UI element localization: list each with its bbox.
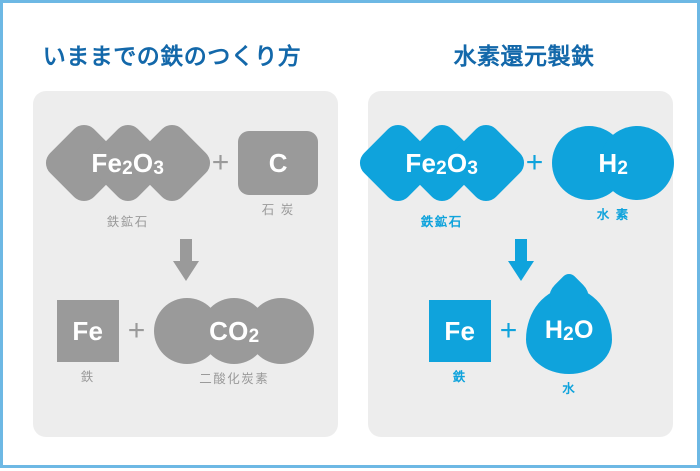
formula-fe: Fe: [72, 316, 104, 347]
reaction-card-conventional: Fe2O3 鉄鉱石 + C 石 炭: [33, 91, 338, 437]
h2-double-circle-icon: [552, 126, 675, 201]
products-row-conventional: Fe 鉄 + CO2 二酸化炭素: [33, 287, 338, 397]
co2-shape-wrap: CO2: [154, 298, 315, 365]
iron-ore-shape-wrap: Fe2O3: [39, 119, 216, 208]
formula-co2: CO2: [209, 316, 260, 348]
reactants-row-conventional: Fe2O3 鉄鉱石 + C 石 炭: [33, 119, 338, 229]
caption-iron-ore: 鉄鉱石: [106, 215, 149, 230]
formula-h2o: H2O: [544, 316, 594, 346]
product-carbon-dioxide: CO2 二酸化炭素: [154, 298, 315, 387]
iron-blue-shape-wrap: Fe: [428, 300, 491, 363]
caption-iron: 鉄: [80, 370, 95, 385]
water-drop-icon: [526, 288, 613, 375]
reaction-arrow-conventional: [33, 239, 338, 281]
plus-sign-products-hydrogen: +: [499, 314, 518, 347]
reactants-row-hydrogen: Fe2O3 鉄鉱石 + H2 水 素: [353, 119, 675, 230]
co2-triple-circle-icon: [154, 298, 315, 365]
caption-carbon-dioxide: 二酸化炭素: [199, 372, 270, 387]
formula-fe2o3: Fe2O3: [405, 148, 479, 180]
plus-sign-products-conventional: +: [127, 314, 146, 347]
caption-iron: 鉄: [452, 370, 467, 385]
iron-square-icon: [56, 300, 119, 363]
product-water: H2O 水: [526, 288, 613, 397]
caption-iron-ore: 鉄鉱石: [420, 215, 463, 230]
panel-hydrogen: 水素還元製鉄 Fe2O3 鉄鉱石 +: [353, 3, 700, 471]
formula-c: C: [268, 148, 288, 179]
product-iron: Fe 鉄: [56, 300, 119, 385]
product-iron-blue: Fe 鉄: [428, 300, 491, 385]
iron-square-icon: [428, 300, 491, 363]
formula-h2: H2: [598, 148, 629, 180]
reaction-card-hydrogen: Fe2O3 鉄鉱石 + H2 水 素: [353, 91, 675, 437]
reactant-iron-ore: Fe2O3 鉄鉱石: [39, 119, 216, 230]
iron-ore-blue-shape-wrap: Fe2O3: [353, 119, 530, 208]
reaction-arrow-hydrogen: [368, 239, 673, 281]
water-shape-wrap: H2O: [526, 288, 613, 375]
reactant-hydrogen: H2 水 素: [552, 126, 675, 223]
reactant-coal: C 石 炭: [238, 131, 319, 218]
panel-title-conventional: いままでの鉄のつくり方: [42, 43, 302, 69]
hydrogen-shape-wrap: H2: [552, 126, 675, 201]
down-arrow-icon: [514, 239, 527, 263]
plus-sign-reactants-hydrogen: +: [525, 146, 544, 179]
panel-conventional: いままでの鉄のつくり方 Fe2O3 鉄鉱石 +: [3, 3, 353, 471]
panel-title-hydrogen: 水素還元製鉄: [453, 43, 595, 69]
reactant-iron-ore-blue: Fe2O3 鉄鉱石: [353, 119, 530, 230]
plus-sign-reactants-conventional: +: [211, 146, 230, 179]
iron-shape-wrap: Fe: [56, 300, 119, 363]
down-arrow-icon: [179, 239, 192, 263]
formula-fe2o3: Fe2O3: [91, 148, 165, 180]
coal-shape-wrap: C: [238, 131, 319, 196]
caption-water: 水: [562, 382, 577, 397]
carbon-box-icon: [238, 131, 319, 196]
products-row-hydrogen: Fe 鉄 + H2O 水: [368, 287, 673, 397]
caption-hydrogen: 水 素: [596, 208, 630, 223]
caption-coal: 石 炭: [261, 203, 295, 218]
formula-fe: Fe: [444, 316, 476, 347]
